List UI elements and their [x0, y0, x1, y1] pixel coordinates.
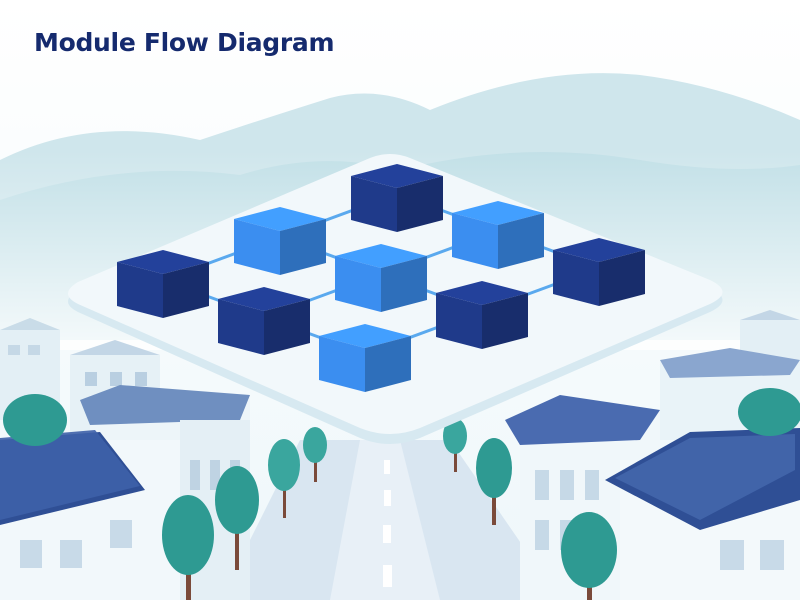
module-node[interactable] — [319, 324, 411, 392]
node-right-face — [397, 176, 443, 232]
module-nodes — [117, 164, 645, 392]
node-left-face — [436, 293, 482, 349]
module-node[interactable] — [218, 287, 310, 355]
node-left-face — [234, 219, 280, 275]
node-right-face — [280, 219, 326, 275]
module-node[interactable] — [335, 244, 427, 312]
node-left-face — [553, 250, 599, 306]
node-right-face — [482, 293, 528, 349]
node-left-face — [117, 262, 163, 318]
node-left-face — [335, 256, 381, 312]
module-node[interactable] — [351, 164, 443, 232]
module-node[interactable] — [234, 207, 326, 275]
road — [220, 440, 560, 600]
node-left-face — [319, 336, 365, 392]
module-node[interactable] — [553, 238, 645, 306]
node-right-face — [599, 250, 645, 306]
node-right-face — [163, 262, 209, 318]
module-node[interactable] — [452, 201, 544, 269]
module-node[interactable] — [436, 281, 528, 349]
trees — [3, 388, 800, 600]
node-right-face — [365, 336, 411, 392]
module-node[interactable] — [117, 250, 209, 318]
node-left-face — [218, 299, 264, 355]
node-right-face — [498, 213, 544, 269]
node-right-face — [381, 256, 427, 312]
node-left-face — [351, 176, 397, 232]
node-left-face — [452, 213, 498, 269]
buildings-right — [505, 310, 800, 600]
node-right-face — [264, 299, 310, 355]
page-title: Module Flow Diagram — [34, 28, 335, 57]
